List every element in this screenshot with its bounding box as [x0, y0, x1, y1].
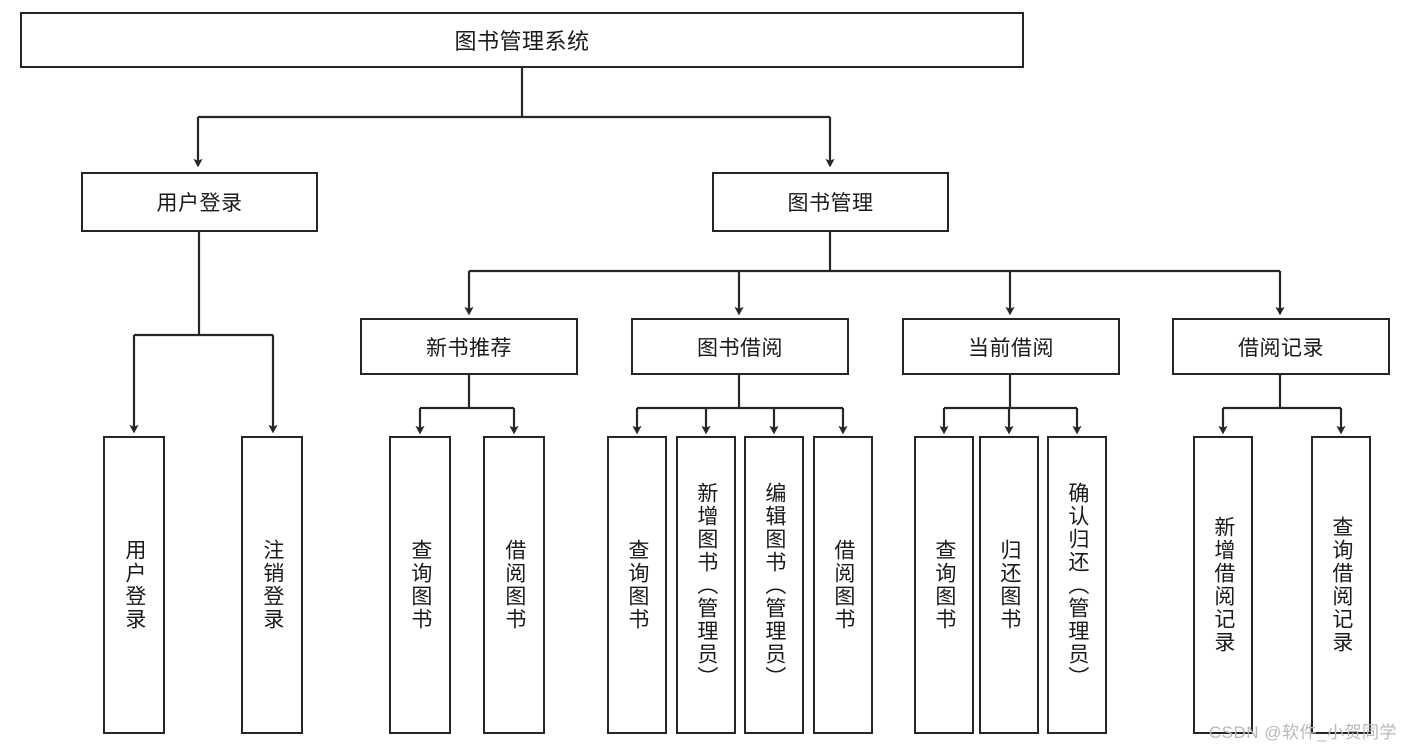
leaf-label: 归还图书 [997, 539, 1021, 631]
node-borrow-record[interactable]: 借阅记录 [1172, 318, 1390, 375]
node-current-borrow[interactable]: 当前借阅 [902, 318, 1120, 375]
leaf-label: 查询图书 [408, 539, 432, 631]
leaf-label: 用户登录 [122, 539, 146, 631]
leaf-current-borrow-confirm[interactable]: 确认归还（管理员） [1047, 436, 1107, 734]
leaf-label: 查询图书 [932, 539, 956, 631]
leaf-label: 借阅图书 [831, 539, 855, 631]
leaf-label: 查询借阅记录 [1329, 516, 1353, 654]
leaf-label: 新增图书（管理员） [694, 481, 718, 689]
node-book-manage-label: 图书管理 [787, 192, 874, 215]
leaf-new-book-borrow[interactable]: 借阅图书 [483, 436, 545, 734]
leaf-user-login-login[interactable]: 用户登录 [103, 436, 165, 734]
leaf-user-login-logout[interactable]: 注销登录 [241, 436, 303, 734]
leaf-new-book-query[interactable]: 查询图书 [389, 436, 451, 734]
csdn-watermark: CSDN @软件_小贺同学 [1208, 723, 1397, 742]
node-current-borrow-label: 当前借阅 [968, 336, 1054, 360]
leaf-label: 编辑图书（管理员） [762, 481, 786, 689]
node-root-label: 图书管理系统 [454, 29, 590, 54]
node-user-login[interactable]: 用户登录 [81, 172, 318, 232]
leaf-borrow-record-query[interactable]: 查询借阅记录 [1311, 436, 1371, 734]
leaf-current-borrow-return[interactable]: 归还图书 [979, 436, 1039, 734]
leaf-book-borrow-query[interactable]: 查询图书 [607, 436, 667, 734]
leaf-book-borrow-add[interactable]: 新增图书（管理员） [676, 436, 736, 734]
node-book-manage[interactable]: 图书管理 [712, 172, 949, 232]
leaf-current-borrow-query[interactable]: 查询图书 [914, 436, 974, 734]
node-new-book-recommend-label: 新书推荐 [426, 336, 512, 360]
leaf-book-borrow-lend[interactable]: 借阅图书 [813, 436, 873, 734]
leaf-borrow-record-add[interactable]: 新增借阅记录 [1193, 436, 1253, 734]
leaf-book-borrow-edit[interactable]: 编辑图书（管理员） [744, 436, 804, 734]
node-book-borrow-label: 图书借阅 [697, 336, 783, 360]
leaf-label: 借阅图书 [502, 539, 526, 631]
leaf-label: 注销登录 [260, 539, 284, 631]
node-book-borrow[interactable]: 图书借阅 [631, 318, 849, 375]
leaf-label: 查询图书 [625, 539, 649, 631]
node-borrow-record-label: 借阅记录 [1238, 336, 1324, 360]
node-root[interactable]: 图书管理系统 [20, 12, 1024, 68]
leaf-label: 新增借阅记录 [1211, 516, 1235, 654]
node-new-book-recommend[interactable]: 新书推荐 [360, 318, 578, 375]
leaf-label: 确认归还（管理员） [1065, 481, 1089, 689]
node-user-login-label: 用户登录 [156, 192, 243, 215]
